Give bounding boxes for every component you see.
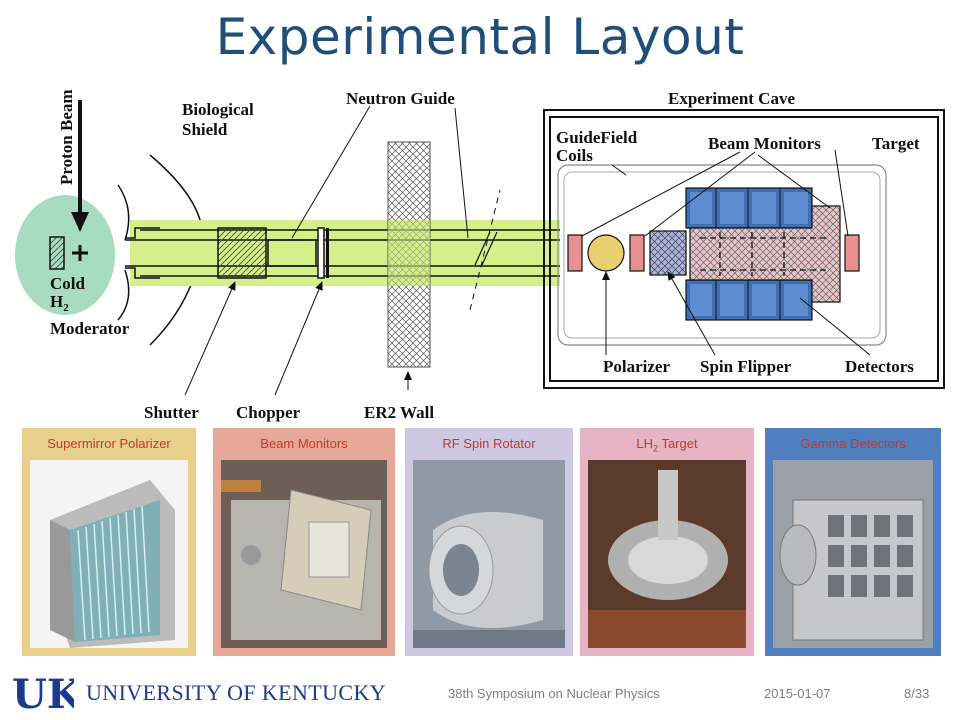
label-biological-2: Shield (182, 120, 228, 139)
spin-flipper (649, 230, 687, 276)
label-target: Target (872, 134, 920, 153)
photo-caption: RF Spin Rotator (442, 436, 536, 451)
footer-page-number: 8/33 (904, 686, 930, 701)
label-experiment-cave: Experiment Cave (668, 89, 795, 108)
neutron-guide-highlight (130, 220, 560, 286)
cold-moderator (15, 195, 115, 315)
svg-text:UK: UK (12, 672, 74, 714)
photo-caption: Gamma Detectors (800, 436, 906, 451)
experiment-cave (543, 109, 945, 389)
neutron-guide (125, 229, 560, 277)
label-proton-beam: Proton Beam (57, 89, 76, 185)
photo-panel-rf-spin-rotator: RF Spin Rotator (405, 428, 573, 656)
label-h2: H2 (50, 292, 69, 314)
photo-panel-supermirror: Supermirror Polarizer (22, 428, 196, 656)
photo-panel-gamma-detectors: Gamma Detectors (765, 428, 941, 656)
label-polarizer: Polarizer (603, 357, 670, 376)
label-spin-flipper: Spin Flipper (700, 357, 792, 376)
university-name: UNIVERSITY OF KENTUCKY (86, 680, 387, 705)
spin-rotator-photo (413, 460, 565, 648)
photo-caption: Beam Monitors (260, 436, 348, 451)
shutter (217, 227, 267, 279)
beam-monitor-photo (221, 460, 387, 648)
beam-monitor-3 (844, 234, 860, 272)
footer-date: 2015-01-07 (764, 686, 831, 701)
polarizer (587, 234, 625, 272)
photo-caption: Supermirror Polarizer (47, 436, 171, 451)
moderator-cell (49, 236, 65, 270)
label-er2-wall: ER2 Wall (364, 403, 434, 422)
label-shutter: Shutter (144, 403, 199, 422)
label-biological-1: Biological (182, 100, 254, 119)
label-chopper: Chopper (236, 403, 301, 422)
label-neutron-guide: Neutron Guide (346, 89, 455, 108)
photo-panel-lh2-target: LH2 Target (580, 428, 754, 656)
experimental-layout-diagram: Proton Beam Biological Shield Neutron Gu… (15, 89, 945, 422)
photo-caption: LH2 Target (636, 436, 698, 454)
target (689, 205, 841, 303)
photo-panel-beam-monitors: Beam Monitors (213, 428, 395, 656)
label-guidefield-1: GuideField (556, 128, 638, 147)
guide-field-coils (557, 164, 887, 346)
uk-logo: UK (12, 672, 74, 714)
beam-monitor-1 (567, 234, 583, 272)
label-moderator: Moderator (50, 319, 130, 338)
slide-title: Experimental Layout (215, 8, 745, 66)
beam-monitor-2 (629, 234, 645, 272)
label-beam-monitors: Beam Monitors (708, 134, 821, 153)
detector-array (685, 187, 813, 321)
label-detectors: Detectors (845, 357, 914, 376)
label-cold: Cold (50, 274, 86, 293)
supermirror-photo (30, 460, 188, 648)
gamma-detectors-photo (773, 460, 933, 648)
lh2-target-photo (588, 460, 746, 648)
footer-event: 38th Symposium on Nuclear Physics (448, 686, 660, 701)
label-guidefield-2: Coils (556, 146, 593, 165)
moderator-cross (72, 245, 88, 261)
chopper (317, 227, 325, 279)
